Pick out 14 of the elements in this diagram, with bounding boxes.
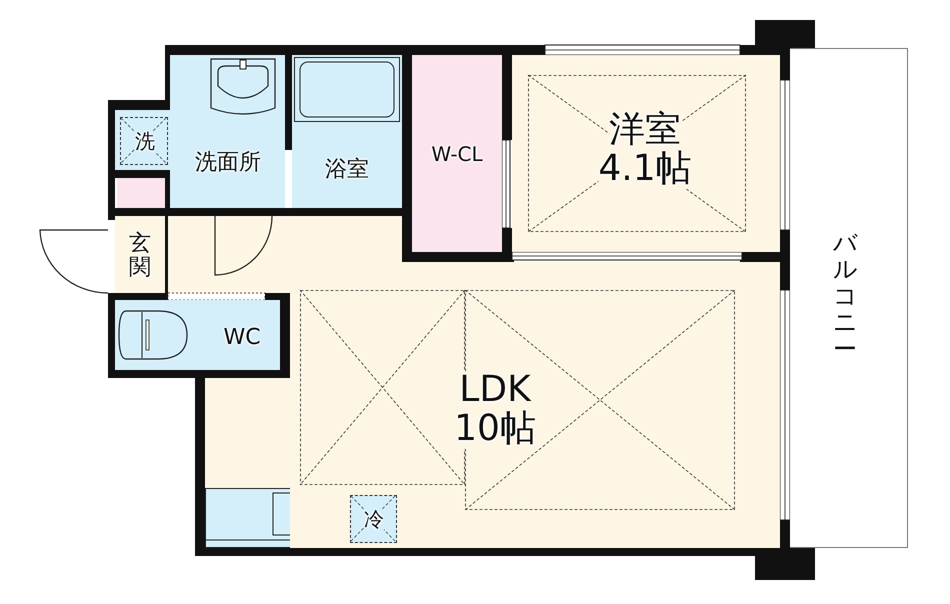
- room-label: 洗面所: [195, 151, 261, 175]
- room-label: 洗: [135, 131, 155, 153]
- room-label: 冷: [364, 509, 384, 531]
- closet: [412, 55, 502, 252]
- room-label: 4.1帖: [598, 150, 692, 189]
- room: [290, 262, 780, 548]
- room-label: 洋室: [609, 111, 681, 150]
- room: [512, 55, 780, 252]
- room: [292, 55, 402, 208]
- room: [170, 55, 285, 208]
- entrance: [115, 216, 165, 293]
- room: [115, 300, 280, 370]
- balcony: [790, 48, 908, 548]
- room-label: 浴室: [325, 158, 369, 182]
